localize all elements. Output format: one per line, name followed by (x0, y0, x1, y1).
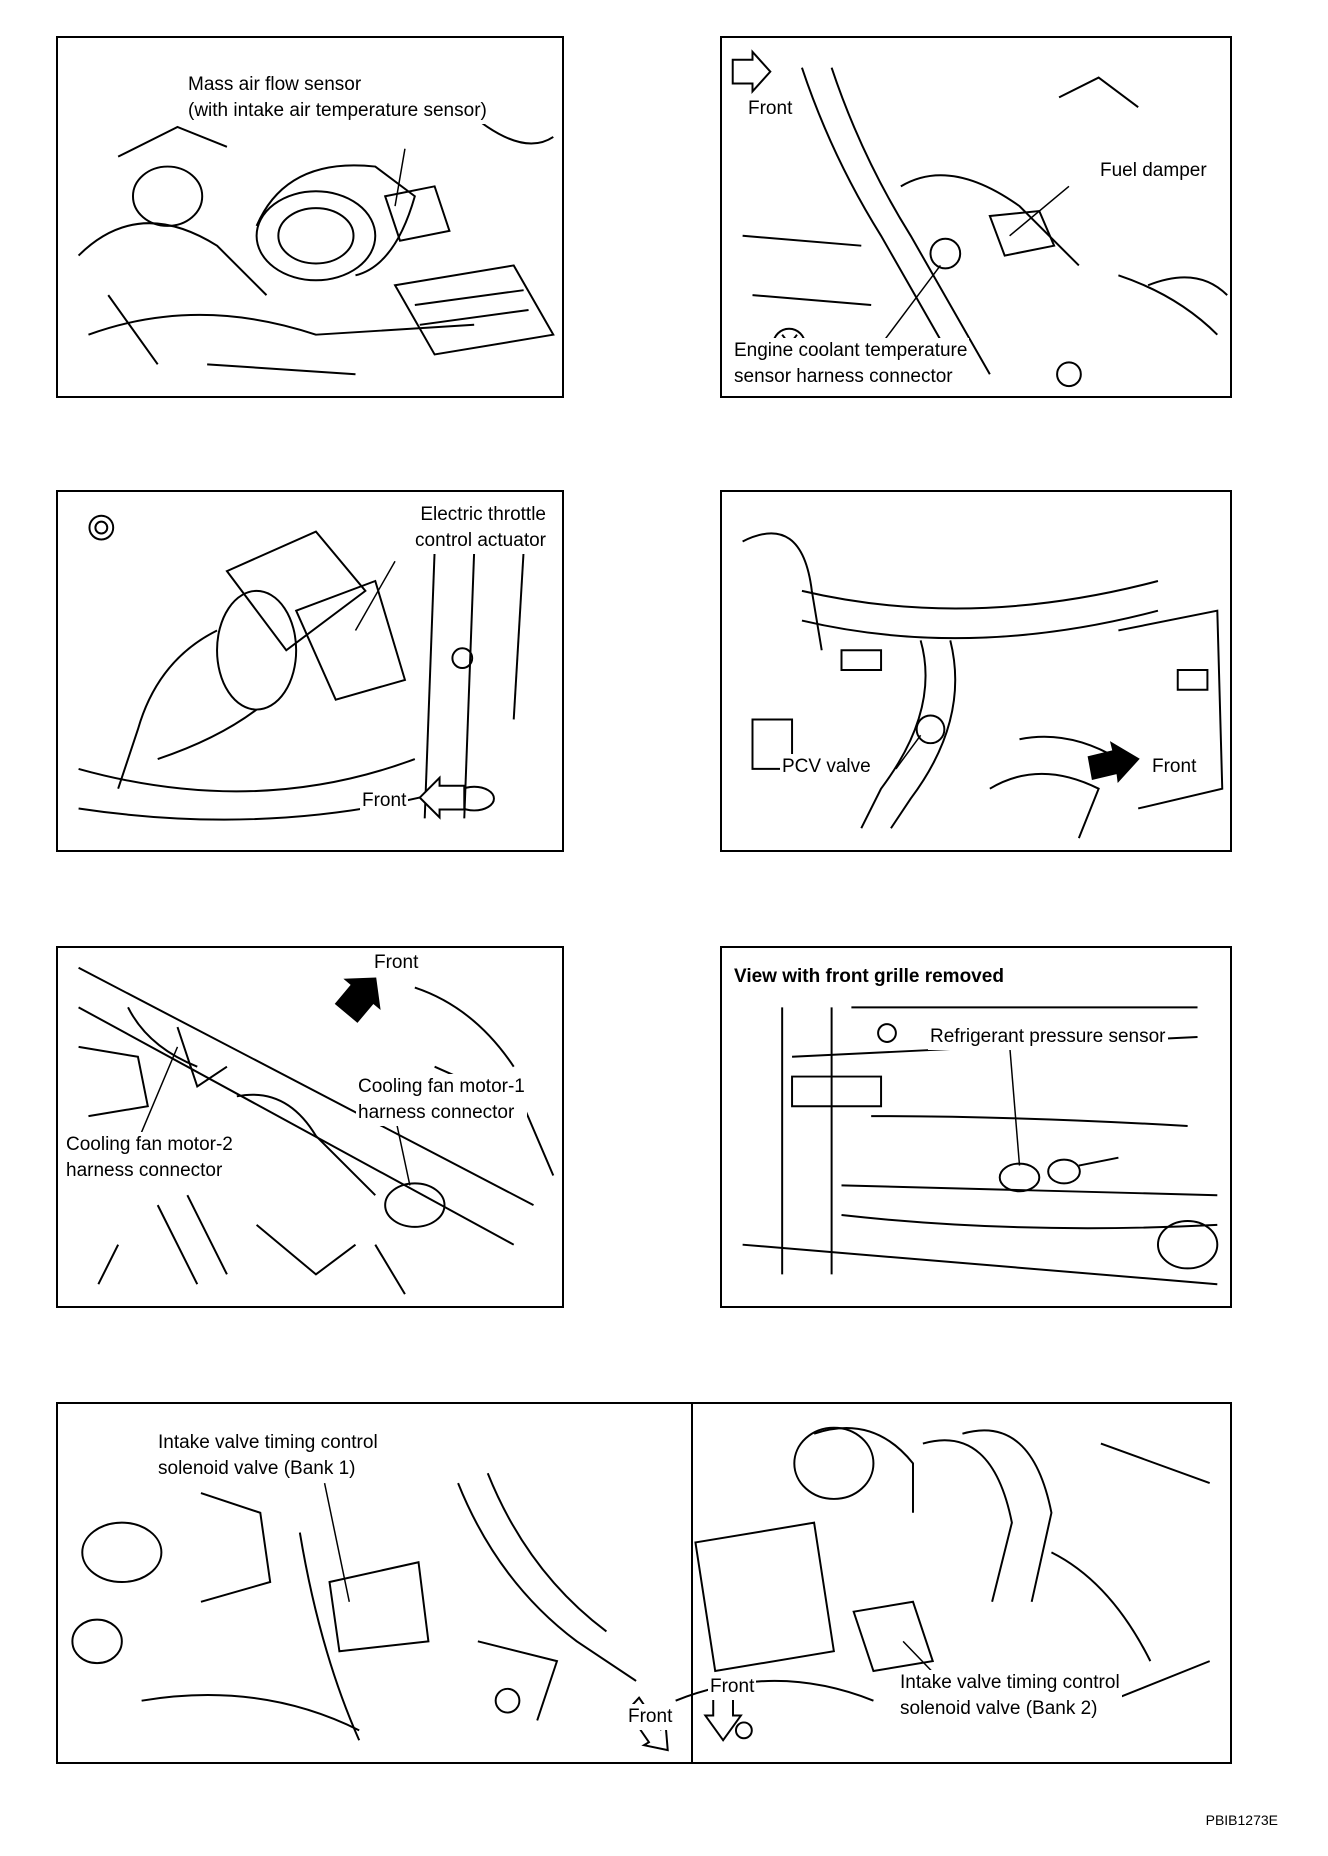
ect-sensor-harness-connector-label: Engine coolant temperature sensor harnes… (732, 338, 970, 390)
engine-illustration-maf (77, 116, 555, 376)
front-label-left: Front (626, 1704, 675, 1730)
front-label: Front (1150, 754, 1199, 780)
pcv-valve-label: PCV valve (780, 754, 873, 780)
engine-illustration-throttle (78, 514, 525, 821)
panel-pcv-valve: PCV valve Front (720, 490, 1232, 852)
view-title: View with front grille removed (732, 964, 1006, 990)
panel-intake-valve-timing: Intake valve timing control solenoid val… (56, 1402, 1232, 1764)
front-label: Front (746, 96, 795, 122)
engine-illustration-refrigerant (742, 1006, 1219, 1286)
panel-refrigerant-pressure-sensor: View with front grille removed Refrigera… (720, 946, 1232, 1308)
mass-air-flow-sensor-label: Mass air flow sensor (with intake air te… (186, 72, 489, 124)
engine-illustration-pcv (742, 532, 1224, 839)
panel-mass-air-flow-sensor: Mass air flow sensor (with intake air te… (56, 36, 564, 398)
panel-fuel-damper: Front Fuel damper Engine coolant tempera… (720, 36, 1232, 398)
engine-illustration-fuel (731, 49, 1228, 388)
front-label: Front (372, 950, 421, 976)
cooling-fan-motor-1-harness-connector-label: Cooling fan motor-1 harness connector (356, 1074, 527, 1126)
panel-electric-throttle: Electric throttle control actuator Front (56, 490, 564, 852)
front-arrow-icon (731, 49, 772, 94)
engine-illustration-ivt (71, 1426, 1211, 1752)
ivt-solenoid-bank-1-label: Intake valve timing control solenoid val… (156, 1430, 380, 1482)
front-label: Front (360, 788, 409, 814)
panel-cooling-fan-motors: Front Cooling fan motor-1 harness connec… (56, 946, 564, 1308)
electric-throttle-control-actuator-label: Electric throttle control actuator (413, 502, 548, 554)
engine-illustration-cooling-fan (78, 966, 555, 1295)
figure-code: PBIB1273E (1205, 1812, 1278, 1828)
ivt-solenoid-bank-2-label: Intake valve timing control solenoid val… (898, 1670, 1122, 1722)
cooling-fan-motor-2-harness-connector-label: Cooling fan motor-2 harness connector (64, 1132, 235, 1184)
refrigerant-pressure-sensor-label: Refrigerant pressure sensor (928, 1024, 1168, 1050)
front-arrow-icon (418, 775, 466, 820)
front-label-right: Front (708, 1674, 757, 1700)
front-arrow-icon (334, 977, 381, 1023)
panel-divider (691, 1404, 693, 1762)
fuel-damper-label: Fuel damper (1098, 158, 1209, 184)
front-arrow-icon (1087, 741, 1140, 784)
